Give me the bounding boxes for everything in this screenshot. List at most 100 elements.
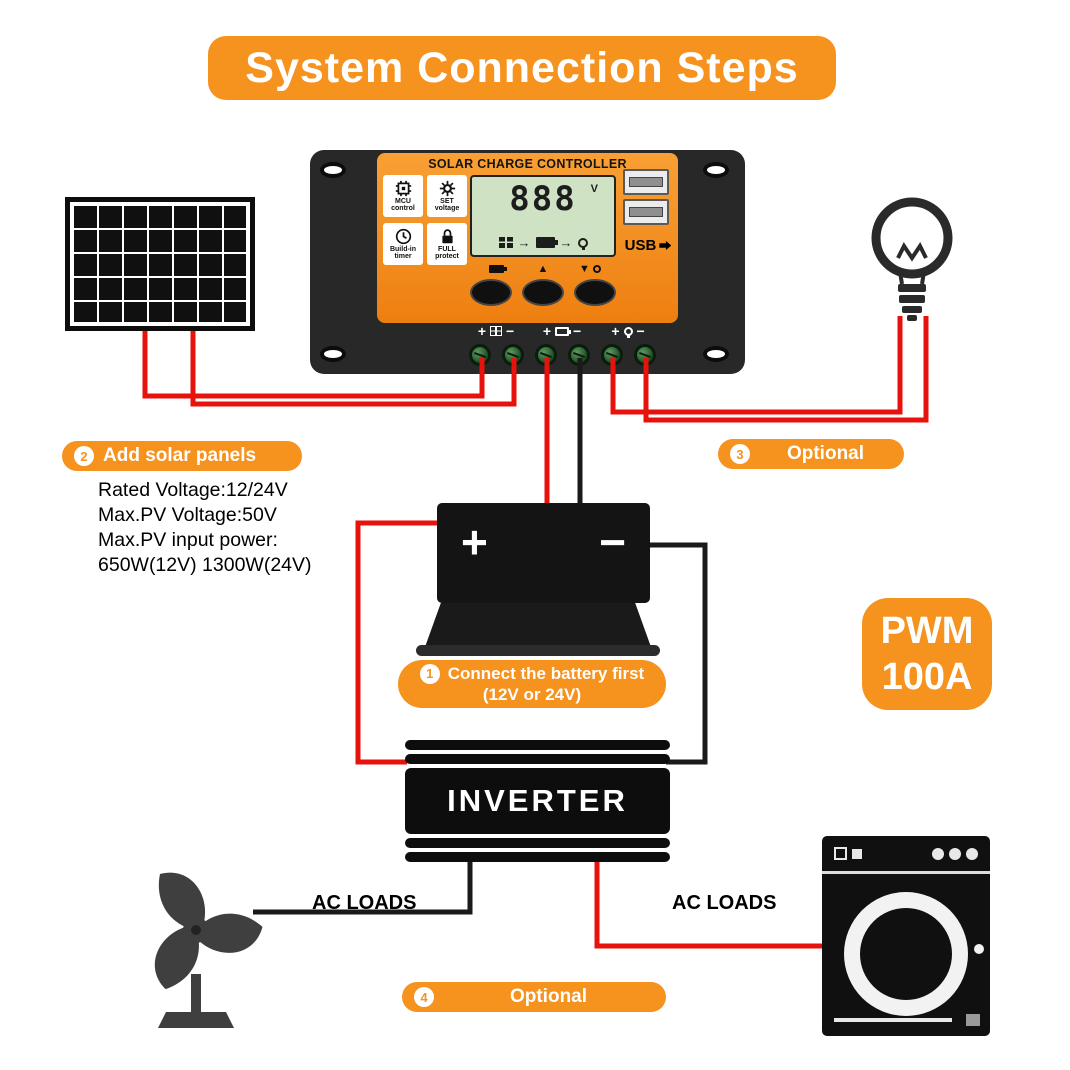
clock-icon <box>395 228 411 244</box>
usb-label: USB <box>624 237 657 254</box>
solar-panel-icon <box>490 326 502 336</box>
page-title: System Connection Steps <box>245 43 799 92</box>
step-1-sublabel: (12V or 24V) <box>482 685 582 704</box>
up-button[interactable] <box>522 279 564 306</box>
washer-drum-window <box>860 908 952 1000</box>
down-button[interactable] <box>574 279 616 306</box>
washer-dials <box>834 847 862 860</box>
down-arrow-icon: ▼ <box>579 262 590 275</box>
lcd-lamp-icon <box>577 237 588 250</box>
terminal-label-solar: + − <box>463 323 529 339</box>
inverter-washer-wire <box>594 858 826 949</box>
battery-base-bar <box>416 645 660 656</box>
washer-door-handle <box>974 944 984 954</box>
plus-label: + <box>542 323 551 339</box>
minus-label: − <box>636 323 645 339</box>
inverter-body: INVERTER <box>405 768 670 834</box>
usb-port-slot <box>629 177 663 187</box>
fan-icon <box>154 872 263 1028</box>
button-symbols: ▲ ▼ <box>470 261 616 277</box>
symbol-up: ▲ <box>523 262 563 275</box>
step-3-label: Optional <box>786 443 865 464</box>
washing-machine <box>822 836 990 1036</box>
plus-label: + <box>477 323 486 339</box>
washer-control-panel <box>822 836 990 874</box>
lamp-icon <box>623 326 633 338</box>
washer-dial-icon <box>834 847 847 860</box>
usb-label-row: USB <box>623 237 673 254</box>
feature-mcu: MCU control <box>383 175 423 217</box>
inverter-fin <box>405 754 670 764</box>
plus-label: + <box>611 323 620 339</box>
controller-title: SOLAR CHARGE CONTROLLER <box>428 157 627 171</box>
inverter-fan-wire <box>253 858 473 915</box>
washer-button-icon <box>852 848 862 859</box>
minus-label: − <box>573 323 582 339</box>
step-2-label: Add solar panels <box>103 445 257 466</box>
ac-loads-right-label: AC LOADS <box>672 892 777 914</box>
lcd-unit: V <box>590 183 598 195</box>
washer-knob-icon <box>932 847 944 860</box>
washer-vent <box>966 1014 980 1026</box>
symbol-down: ▼ <box>570 262 610 275</box>
washer-drum <box>844 892 968 1016</box>
gear-icon <box>439 180 455 196</box>
battery-icon <box>488 265 507 273</box>
battery-inverter-wire-left <box>355 520 442 765</box>
screw-hole <box>320 162 346 178</box>
solar-panel-cells <box>74 206 246 322</box>
feature-label: FULL protect <box>435 245 459 261</box>
lcd-value: 888 <box>509 179 577 219</box>
step-4-label: Optional <box>509 986 588 1007</box>
lcd-solar-panel-icon <box>498 237 513 248</box>
step-3-banner: 3 Optional <box>718 439 904 469</box>
load-wire-2 <box>643 316 929 423</box>
step-1-number: 1 <box>419 663 440 684</box>
battery-negative-label: − <box>599 516 626 568</box>
terminal-label-load: + − <box>595 323 661 339</box>
feature-set-voltage: SET voltage <box>427 175 467 217</box>
spec-line: Max.PV Voltage:50V <box>98 504 277 526</box>
panel-specs: Rated Voltage:12/24V Max.PV Voltage:50V … <box>98 478 312 578</box>
usb-plug-icon <box>659 241 672 250</box>
pv-wire-1 <box>142 331 485 399</box>
washer-knobs <box>932 847 978 860</box>
ac-loads-left-label: AC LOADS <box>312 892 417 914</box>
washer-knob-icon <box>966 847 978 860</box>
inverter-fin <box>405 852 670 862</box>
battery-icon <box>555 326 571 336</box>
feature-label: SET voltage <box>434 197 460 213</box>
lcd-arrow-icon: → <box>517 235 531 250</box>
lcd-status-icons: → → <box>472 235 614 250</box>
screw-hole <box>703 162 729 178</box>
lock-icon <box>441 228 453 243</box>
washer-kickplate <box>834 1018 952 1022</box>
inverter: INVERTER <box>405 740 670 862</box>
title-banner: System Connection Steps <box>208 36 836 100</box>
minus-label: − <box>506 323 515 339</box>
usb-port-1 <box>623 169 669 195</box>
battery: + − <box>437 503 650 603</box>
washer-knob-icon <box>949 847 961 860</box>
up-arrow-icon: ▲ <box>537 262 549 275</box>
pv-wire-2 <box>190 331 517 407</box>
screw-hole <box>703 346 729 362</box>
pwm-badge: PWM 100A <box>862 598 992 710</box>
feature-label: Build-in timer <box>389 245 417 261</box>
symbol-battery <box>476 265 516 273</box>
pwm-badge-line1: PWM <box>880 610 974 652</box>
spec-line: Max.PV input power: <box>98 529 278 551</box>
step-2-number: 2 <box>74 446 94 466</box>
usb-port-2 <box>623 199 669 225</box>
menu-button[interactable] <box>470 279 512 306</box>
step-4-number: 4 <box>414 987 434 1007</box>
inverter-fin <box>405 740 670 750</box>
battery-positive-label: + <box>461 516 488 568</box>
lamp-icon <box>592 265 601 273</box>
screw-hole <box>320 346 346 362</box>
load-wire-1 <box>610 316 903 415</box>
feature-timer: Build-in timer <box>383 223 423 265</box>
step-3-number: 3 <box>730 444 750 464</box>
